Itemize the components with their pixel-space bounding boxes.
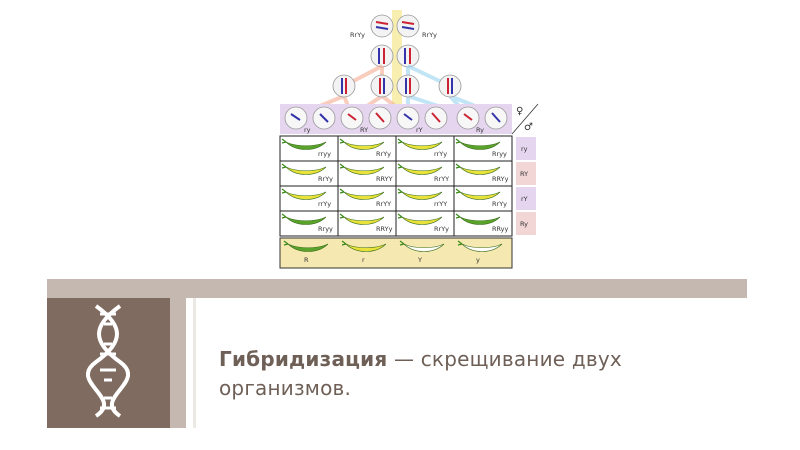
caption: Гибридизация — скрещивание двух организм… (219, 345, 719, 403)
pea-pod (461, 243, 503, 252)
pea-pod (401, 216, 443, 225)
pod-stem (397, 138, 403, 144)
pod-stem (457, 240, 463, 246)
pod-stem (455, 138, 461, 144)
pea-pod (343, 216, 385, 225)
pod-stem (341, 240, 347, 246)
caption-rest: — скрещивание двух организмов. (219, 347, 622, 400)
pod-stem (281, 213, 287, 219)
pod-stem (397, 188, 403, 194)
pea-pod (343, 166, 385, 175)
pea-pod (343, 191, 385, 200)
parent-label-right: RrYy (422, 31, 437, 39)
pea-pod (459, 141, 501, 150)
genotype-label: rrYy (434, 150, 447, 158)
pea-pod (287, 243, 329, 252)
male-symbol: ♂ (524, 122, 533, 133)
header-stripe (47, 279, 747, 298)
pea-pod (459, 166, 501, 175)
legend-label: r (362, 256, 365, 264)
gamete-top-label: RY (360, 126, 368, 134)
meiosis-cells (332, 74, 462, 98)
pea-pod (285, 191, 327, 200)
caption-term: Гибридизация (219, 347, 388, 371)
legend-label: y (476, 256, 480, 264)
genotype-label: RRyy (492, 225, 509, 233)
pea-pod (403, 243, 445, 252)
legend-label: Y (417, 256, 422, 264)
dna-panel (47, 298, 170, 428)
legend-label: R (304, 256, 309, 264)
punnett-diagram: RrYy RrYy (279, 10, 539, 269)
pea-pod (285, 166, 327, 175)
pod-stem (281, 188, 287, 194)
pod-stem (455, 213, 461, 219)
genotype-label: RrYy (492, 200, 507, 208)
pod-stem (281, 138, 287, 144)
gamete-side-band (516, 137, 536, 235)
genotype-label: rryy (318, 150, 331, 158)
genotype-label: RrYy (318, 175, 333, 183)
pod-stem (399, 240, 405, 246)
pod-stem (455, 188, 461, 194)
dna-icon (86, 304, 130, 418)
pea-pod (459, 216, 501, 225)
gamete-top-label: ry (304, 126, 311, 134)
gamete-cells (284, 106, 508, 130)
pod-stem (455, 163, 461, 169)
gamete-side-label: RY (520, 170, 528, 178)
pea-pod (285, 216, 327, 225)
pea-pod (401, 191, 443, 200)
pea-pod (401, 166, 443, 175)
pod-stem (339, 138, 345, 144)
pod-stem (339, 188, 345, 194)
pod-stem (397, 163, 403, 169)
pea-pod (459, 191, 501, 200)
pea-pod (345, 243, 387, 252)
center-guide (392, 10, 402, 118)
genotype-label: RRYy (376, 225, 393, 233)
header-divider (511, 103, 539, 135)
thin-stripe (193, 298, 196, 428)
pod-stem (339, 163, 345, 169)
accent-stripe (170, 298, 186, 428)
pod-stem (339, 213, 345, 219)
genotype-label: rrYy (318, 200, 331, 208)
pea-pod (343, 141, 385, 150)
genotype-label: Rryy (492, 150, 507, 158)
genotype-label: RRYy (492, 175, 509, 183)
gamete-top-label: rY (416, 126, 423, 134)
genotype-label: RrYy (376, 150, 391, 158)
gamete-side-label: ry (521, 145, 528, 153)
female-symbol: ♀ (516, 106, 523, 117)
pod-stem (281, 163, 287, 169)
pea-pod (285, 141, 327, 150)
genotype-label: RrYy (434, 225, 449, 233)
gamete-side-label: rY (521, 195, 528, 203)
pod-stem (397, 213, 403, 219)
genotype-label: Rryy (318, 225, 333, 233)
genotype-label: RrYY (434, 175, 449, 183)
legend-pods (283, 240, 503, 252)
pod-stem (283, 240, 289, 246)
parent-label-left: RrYy (350, 31, 365, 39)
genotype-label: RrYY (376, 200, 391, 208)
gamete-side-label: Ry (520, 220, 528, 228)
legend-band (279, 237, 513, 269)
genotype-label: RRYY (376, 175, 393, 183)
gamete-top-label: Ry (476, 126, 484, 134)
pea-pod (401, 141, 443, 150)
genotype-label: rrYY (434, 200, 447, 208)
